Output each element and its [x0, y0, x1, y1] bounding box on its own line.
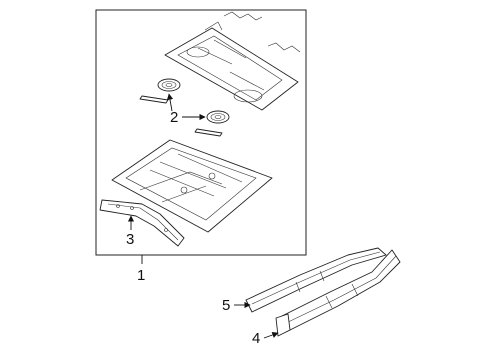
svg-text:2: 2	[170, 109, 178, 126]
callout-2: 2	[166, 93, 206, 126]
floor-plug-upper	[139, 78, 181, 104]
rear-rail-lower	[275, 249, 401, 337]
callout-4: 4	[252, 330, 279, 347]
callout-1: 1	[137, 267, 145, 284]
rear-floor-pan	[164, 21, 299, 111]
front-floor-pan	[111, 139, 273, 233]
callout-3: 3	[126, 215, 134, 248]
svg-text:3: 3	[126, 231, 134, 248]
callout-5: 5	[222, 297, 251, 314]
front-rail-extension	[99, 199, 185, 247]
svg-text:4: 4	[252, 330, 260, 347]
svg-text:1: 1	[137, 267, 145, 284]
floor-plug-lower	[194, 110, 230, 137]
rear-bracket-wires	[223, 11, 301, 53]
assembly-box	[95, 9, 307, 256]
rear-rail-upper	[245, 247, 387, 313]
svg-text:5: 5	[222, 297, 230, 314]
